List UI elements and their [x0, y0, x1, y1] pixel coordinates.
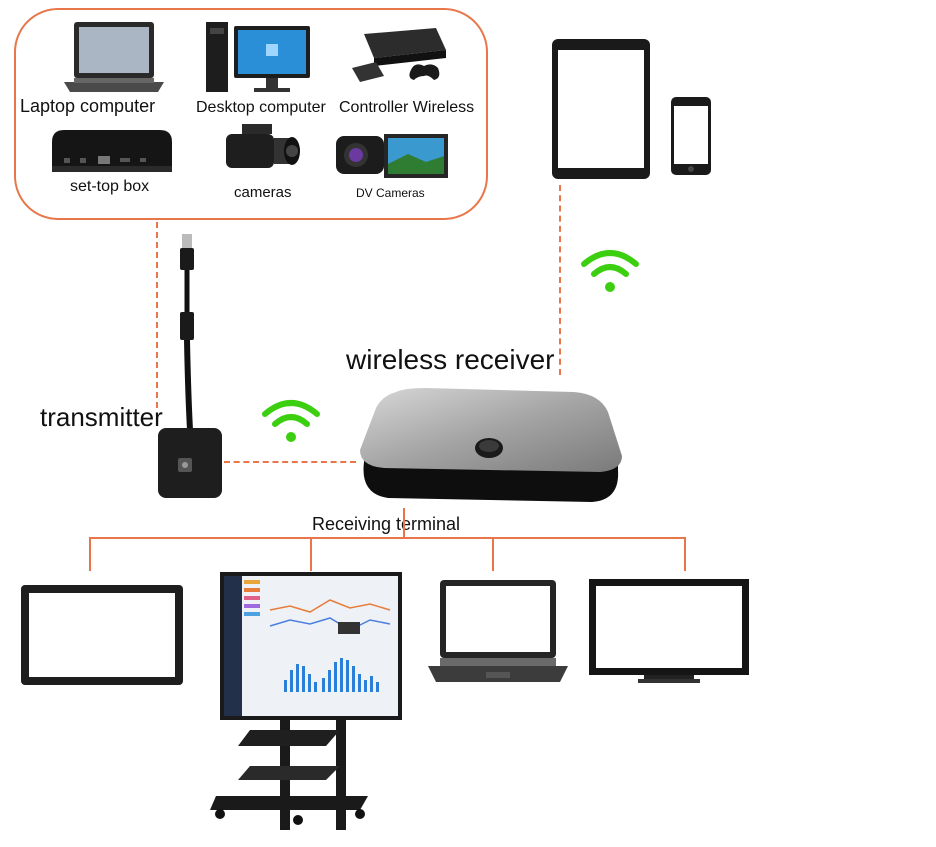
set-top-box-label: set-top box — [70, 178, 150, 195]
tablet-receiver-connector — [559, 185, 561, 375]
laptop-label: Laptop computer — [20, 96, 156, 116]
terminal-trunk-line — [403, 508, 405, 539]
camera-icon — [226, 124, 300, 168]
set-top-box-icon — [52, 130, 172, 172]
terminal-branch-line — [684, 537, 686, 571]
transmitter-receiver-connector — [224, 461, 356, 463]
laptop-icon — [428, 580, 568, 682]
source-devices-frame — [14, 8, 488, 220]
transmitter-label: transmitter — [40, 402, 163, 432]
wireless-receiver-device — [360, 388, 622, 502]
dv-cameras-label: DV Cameras — [356, 186, 425, 200]
desktop-label: Desktop computer — [196, 99, 326, 116]
wifi-icon — [262, 400, 320, 442]
desktop-icon — [206, 22, 310, 92]
tablet-icon — [552, 39, 650, 179]
display-panel-icon — [21, 585, 183, 685]
terminal-branch-line — [492, 537, 494, 571]
phone-icon — [671, 97, 711, 175]
terminal-bus-line — [89, 537, 686, 539]
game-console-icon — [352, 28, 446, 82]
laptop-icon — [64, 22, 164, 92]
interactive-display-icon — [210, 572, 402, 830]
terminal-branch-line — [89, 537, 91, 571]
dv-camera-icon — [336, 134, 448, 178]
receiver-label: wireless receiver — [346, 344, 555, 375]
source-transmitter-connector — [156, 222, 158, 408]
tv-icon — [589, 579, 749, 683]
cameras-label: cameras — [234, 184, 292, 201]
receiving-terminal-label: Receiving terminal — [312, 514, 461, 534]
controller-label: Controller Wireless — [339, 99, 475, 116]
transmitter-device — [158, 234, 222, 498]
wifi-icon — [581, 250, 639, 292]
terminal-branch-line — [310, 537, 312, 571]
